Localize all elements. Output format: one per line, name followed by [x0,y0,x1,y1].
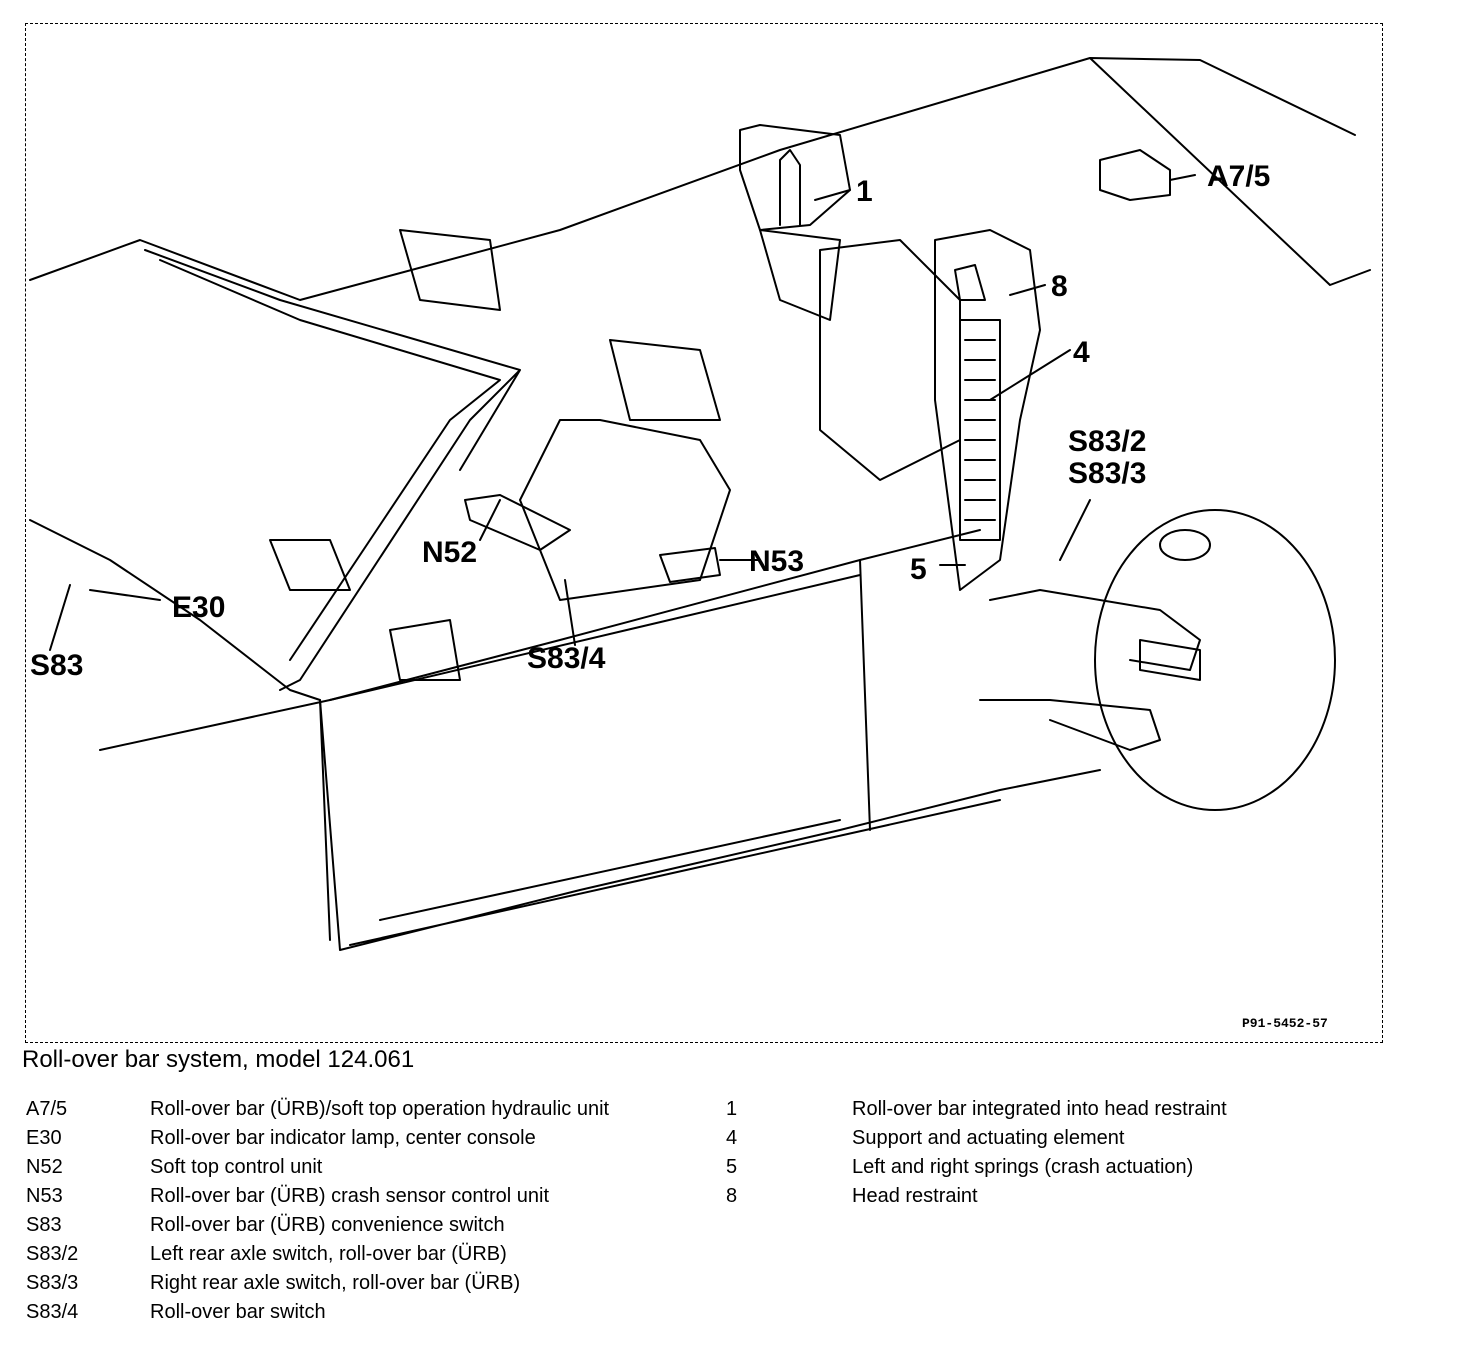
leader-lines [49,174,1196,651]
callout-s83-4: S83/4 [527,642,606,675]
legend-code: 4 [726,1127,738,1149]
callout-n53: N53 [749,545,804,578]
windshield-frame [144,249,521,691]
legend-code: S83 [26,1214,62,1236]
console-trim [269,539,461,681]
legend-description: Soft top control unit [150,1156,323,1178]
legend-description: Right rear axle switch, roll-over bar (Ü… [150,1272,521,1294]
legend-description: Roll-over bar indicator lamp, center con… [150,1127,536,1149]
legend-description: Roll-over bar integrated into head restr… [852,1098,1227,1120]
console-unit-n53 [659,547,721,583]
drawing-code: P91-5452-57 [1242,1016,1328,1031]
console-unit-n52 [464,494,571,551]
car-body-outline [29,57,1371,951]
legend-description: Roll-over bar switch [150,1301,326,1323]
right-seat [759,229,961,481]
spring-assembly [959,319,1001,541]
legend-code: N52 [26,1156,63,1178]
legend-code: E30 [26,1127,62,1149]
legend-description: Support and actuating element [852,1127,1125,1149]
callout-1: 1 [856,175,873,208]
legend-code: 5 [726,1156,738,1178]
legend-code: N53 [26,1185,63,1207]
legend-code: 8 [726,1185,738,1207]
rear-seat [399,229,501,311]
rear-wheel [1094,509,1336,811]
callout-a75: A7/5 [1207,160,1270,193]
callout-n52: N52 [422,536,477,569]
legend-code: A7/5 [26,1098,68,1120]
legend-code: 1 [726,1098,738,1120]
figure-frame [25,23,1383,1043]
line-drawing: A7/5 1 8 4 S83/2 S83/3 N52 N53 5 E30 S83… [29,57,1371,1031]
legend-description: Head restraint [852,1185,978,1207]
legend-code: S83/4 [26,1301,79,1323]
hydraulic-unit [1099,149,1171,201]
callout-s83: S83 [30,649,83,682]
callout-s83-2: S83/2 [1068,425,1146,458]
left-seat [519,339,731,601]
legend-description: Roll-over bar (ÜRB)/soft top operation h… [150,1098,610,1120]
callout-4: 4 [1073,336,1090,369]
figure-caption: Roll-over bar system, model 124.061 [22,1046,415,1073]
callout-5: 5 [910,553,927,586]
wheel-hub [1159,529,1211,561]
callout-e30: E30 [172,591,225,624]
roll-over-bar-left [739,124,851,231]
callout-s83-3: S83/3 [1068,457,1146,490]
roll-over-bar-right [934,229,1041,591]
door-outline [319,559,871,941]
legend-description: Left rear axle switch, roll-over bar (ÜR… [150,1243,507,1265]
rear-axle [979,589,1201,751]
legend-description: Left and right springs (crash actuation) [852,1156,1194,1178]
legend-description: Roll-over bar (ÜRB) convenience switch [150,1214,505,1236]
legend-description: Roll-over bar (ÜRB) crash sensor control… [150,1185,550,1207]
legend-code: S83/2 [26,1243,79,1265]
callout-8: 8 [1051,270,1068,303]
legend-code: S83/3 [26,1272,79,1294]
